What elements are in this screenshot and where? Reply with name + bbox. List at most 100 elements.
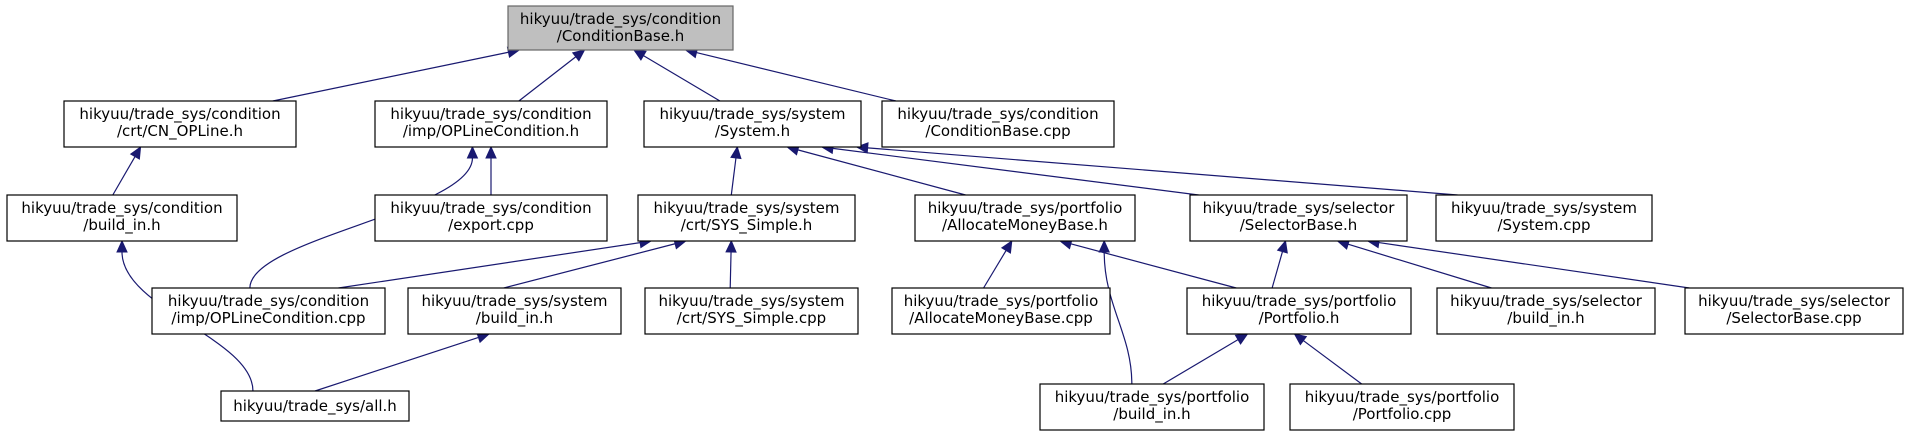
node-label-line-1: hikyuu/trade_sys/portfolio	[1202, 292, 1397, 311]
edge-oplinecond_cpp-to-oplinecond_h	[249, 157, 474, 289]
edge-port_build_in-to-portfolio_h	[1162, 339, 1239, 385]
arrowhead-cond_build_in-to-cn_opline	[129, 145, 142, 160]
arrowhead-allocate_cpp-to-allocate_h	[1000, 239, 1013, 254]
node-box[interactable]	[63, 100, 297, 148]
node-condbase_cpp[interactable]: hikyuu/trade_sys/condition/ConditionBase…	[881, 100, 1115, 148]
node-label-line-2: /System.h	[715, 122, 790, 140]
node-label-line-1: hikyuu/trade_sys/selector	[1203, 199, 1396, 218]
node-sys_simple_cpp[interactable]: hikyuu/trade_sys/system/crt/SYS_Simple.c…	[644, 287, 859, 335]
node-label-line-1: hikyuu/trade_sys/system	[653, 199, 839, 218]
arrowhead-oplinecond_h-to-root	[571, 49, 586, 62]
arrowhead-portfolio_h-to-selector_h	[1276, 239, 1288, 254]
node-label-line-1: hikyuu/trade_sys/all.h	[233, 397, 397, 416]
arrowhead-cond_export-to-oplinecond_h	[485, 145, 497, 159]
node-box[interactable]	[1436, 287, 1656, 335]
node-port_build_in[interactable]: hikyuu/trade_sys/portfolio/build_in.h	[1039, 383, 1265, 431]
arrowhead-all_h-to-cond_build_in	[116, 239, 128, 253]
node-label-line-1: hikyuu/trade_sys/condition	[79, 105, 280, 124]
node-box[interactable]	[151, 287, 386, 335]
node-sel_build_in[interactable]: hikyuu/trade_sys/selector/build_in.h	[1436, 287, 1656, 335]
node-cond_export[interactable]: hikyuu/trade_sys/condition/export.cpp	[374, 194, 608, 242]
node-label-line-2: /crt/CN_OPLine.h	[117, 122, 243, 141]
node-label-line-1: hikyuu/trade_sys/condition	[390, 105, 591, 124]
node-label-line-2: /ConditionBase.h	[557, 27, 684, 45]
node-label-line-2: /build_in.h	[83, 216, 160, 235]
node-box[interactable]	[891, 287, 1111, 335]
node-all_h[interactable]: hikyuu/trade_sys/all.h	[220, 390, 410, 422]
node-oplinecond_h[interactable]: hikyuu/trade_sys/condition/imp/OPLineCon…	[374, 100, 608, 148]
node-label-line-1: hikyuu/trade_sys/condition	[390, 199, 591, 218]
node-selector_cpp[interactable]: hikyuu/trade_sys/selector/SelectorBase.c…	[1684, 287, 1904, 335]
node-box[interactable]	[1186, 287, 1412, 335]
node-label-line-2: /build_in.h	[1507, 309, 1584, 328]
node-label-line-1: hikyuu/trade_sys/portfolio	[1305, 388, 1500, 407]
node-label-line-1: hikyuu/trade_sys/portfolio	[904, 292, 1099, 311]
node-box[interactable]	[881, 100, 1115, 148]
node-allocate_cpp[interactable]: hikyuu/trade_sys/portfolio/AllocateMoney…	[891, 287, 1111, 335]
arrowhead-system_cpp-to-system_h	[855, 142, 869, 154]
node-label-line-1: hikyuu/trade_sys/system	[421, 292, 607, 311]
node-system_h[interactable]: hikyuu/trade_sys/system/System.h	[643, 100, 862, 148]
node-box[interactable]	[644, 287, 859, 335]
node-sys_simple_h[interactable]: hikyuu/trade_sys/system/crt/SYS_Simple.h	[637, 194, 856, 242]
edge-all_h-to-sys_build_in	[314, 336, 479, 392]
node-label-line-1: hikyuu/trade_sys/portfolio	[1055, 388, 1250, 407]
arrowhead-port_build_in-to-portfolio_h	[1234, 333, 1249, 345]
arrowhead-port_build_in-to-allocate_h	[1098, 239, 1110, 253]
node-label-line-2: /imp/OPLineCondition.cpp	[171, 309, 365, 327]
node-selector_h[interactable]: hikyuu/trade_sys/selector/SelectorBase.h	[1189, 194, 1408, 242]
node-oplinecond_cpp[interactable]: hikyuu/trade_sys/condition/imp/OPLineCon…	[151, 287, 386, 335]
node-portfolio_h[interactable]: hikyuu/trade_sys/portfolio/Portfolio.h	[1186, 287, 1412, 335]
edge-allocate_h-to-system_h	[797, 149, 966, 196]
node-cn_opline[interactable]: hikyuu/trade_sys/condition/crt/CN_OPLine…	[63, 100, 297, 148]
node-label-line-1: hikyuu/trade_sys/condition	[520, 10, 721, 29]
node-box[interactable]	[407, 287, 622, 335]
node-sys_build_in[interactable]: hikyuu/trade_sys/system/build_in.h	[407, 287, 622, 335]
edge-portfolio_h-to-selector_h	[1271, 251, 1284, 289]
node-box[interactable]	[1289, 383, 1515, 431]
node-box[interactable]	[643, 100, 862, 148]
node-label-line-2: /build_in.h	[476, 309, 553, 328]
edge-selector_cpp-to-selector_h	[1378, 241, 1690, 289]
edge-sel_build_in-to-selector_h	[1347, 243, 1492, 289]
node-portfolio_cpp[interactable]: hikyuu/trade_sys/portfolio/Portfolio.cpp	[1289, 383, 1515, 431]
node-root[interactable]: hikyuu/trade_sys/condition/ConditionBase…	[507, 5, 734, 51]
edge-portfolio_cpp-to-portfolio_h	[1302, 340, 1363, 385]
edge-cond_build_in-to-cn_opline	[112, 156, 136, 196]
node-box[interactable]	[6, 194, 238, 242]
node-box[interactable]	[220, 390, 410, 422]
arrowhead-portfolio_cpp-to-portfolio_h	[1293, 333, 1308, 346]
edge-oplinecond_cpp-to-sys_simple_h	[338, 242, 641, 289]
node-system_cpp[interactable]: hikyuu/trade_sys/system/System.cpp	[1435, 194, 1653, 242]
edge-sys_simple_cpp-to-sys_simple_h	[729, 251, 732, 289]
node-cond_build_in[interactable]: hikyuu/trade_sys/condition/build_in.h	[6, 194, 238, 242]
node-label-line-1: hikyuu/trade_sys/system	[659, 105, 845, 124]
node-label-line-2: /System.cpp	[1497, 216, 1590, 234]
node-allocate_h[interactable]: hikyuu/trade_sys/portfolio/AllocateMoney…	[914, 194, 1136, 242]
node-label-line-2: /SelectorBase.cpp	[1726, 309, 1861, 327]
node-label-line-1: hikyuu/trade_sys/system	[1451, 199, 1637, 218]
node-label-line-1: hikyuu/trade_sys/condition	[897, 105, 1098, 124]
edge-sys_build_in-to-sys_simple_h	[503, 243, 676, 289]
node-label-line-2: /Portfolio.cpp	[1353, 405, 1452, 423]
edge-portfolio_h-to-allocate_h	[1070, 243, 1237, 289]
nodes-layer: hikyuu/trade_sys/condition/ConditionBase…	[6, 5, 1904, 431]
node-box[interactable]	[1684, 287, 1904, 335]
node-box[interactable]	[637, 194, 856, 242]
arrowhead-sys_simple_cpp-to-sys_simple_h	[725, 239, 737, 253]
node-box[interactable]	[1039, 383, 1265, 431]
arrowhead-sys_simple_h-to-system_h	[730, 145, 742, 160]
node-label-line-2: /AllocateMoneyBase.cpp	[909, 309, 1093, 327]
node-box[interactable]	[1435, 194, 1653, 242]
edge-sys_simple_h-to-system_h	[730, 157, 737, 196]
node-label-line-2: /crt/SYS_Simple.h	[681, 216, 813, 235]
node-box[interactable]	[507, 5, 734, 51]
node-box[interactable]	[374, 100, 608, 148]
node-box[interactable]	[374, 194, 608, 242]
node-box[interactable]	[1189, 194, 1408, 242]
node-label-line-2: /Portfolio.h	[1259, 309, 1340, 327]
edge-port_build_in-to-allocate_h	[1103, 251, 1133, 385]
node-box[interactable]	[914, 194, 1136, 242]
node-label-line-1: hikyuu/trade_sys/condition	[21, 199, 222, 218]
